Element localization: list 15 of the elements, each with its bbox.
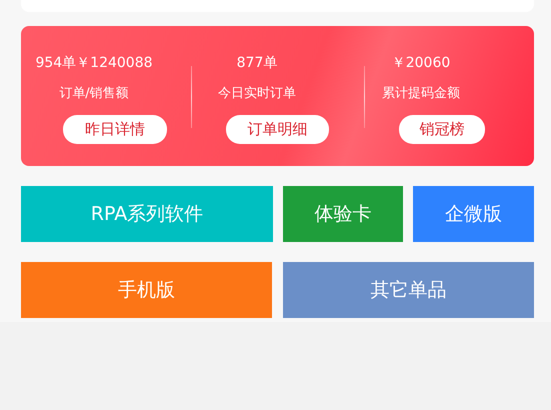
details-button: 销冠榜 <box>399 115 485 144</box>
category-tile: 其它单品 <box>283 262 534 318</box>
stat-value: 954单￥1240088 <box>34 54 154 72</box>
stat-caption: 累计提码金额 <box>381 85 461 102</box>
details-button: 订单明细 <box>226 115 329 144</box>
stat-caption: 今日实时订单 <box>217 85 297 102</box>
stat-value: ￥20060 <box>390 54 452 72</box>
details-button: 昨日详情 <box>63 115 167 144</box>
stat-caption: 订单/销售额 <box>58 85 130 102</box>
category-tile: RPA系列软件 <box>21 186 273 242</box>
category-tile: 体验卡 <box>283 186 403 242</box>
category-tile: 手机版 <box>21 262 272 318</box>
stats-panel <box>21 26 534 166</box>
category-tile: 企微版 <box>413 186 534 242</box>
stat-value: 877单 <box>236 54 278 72</box>
